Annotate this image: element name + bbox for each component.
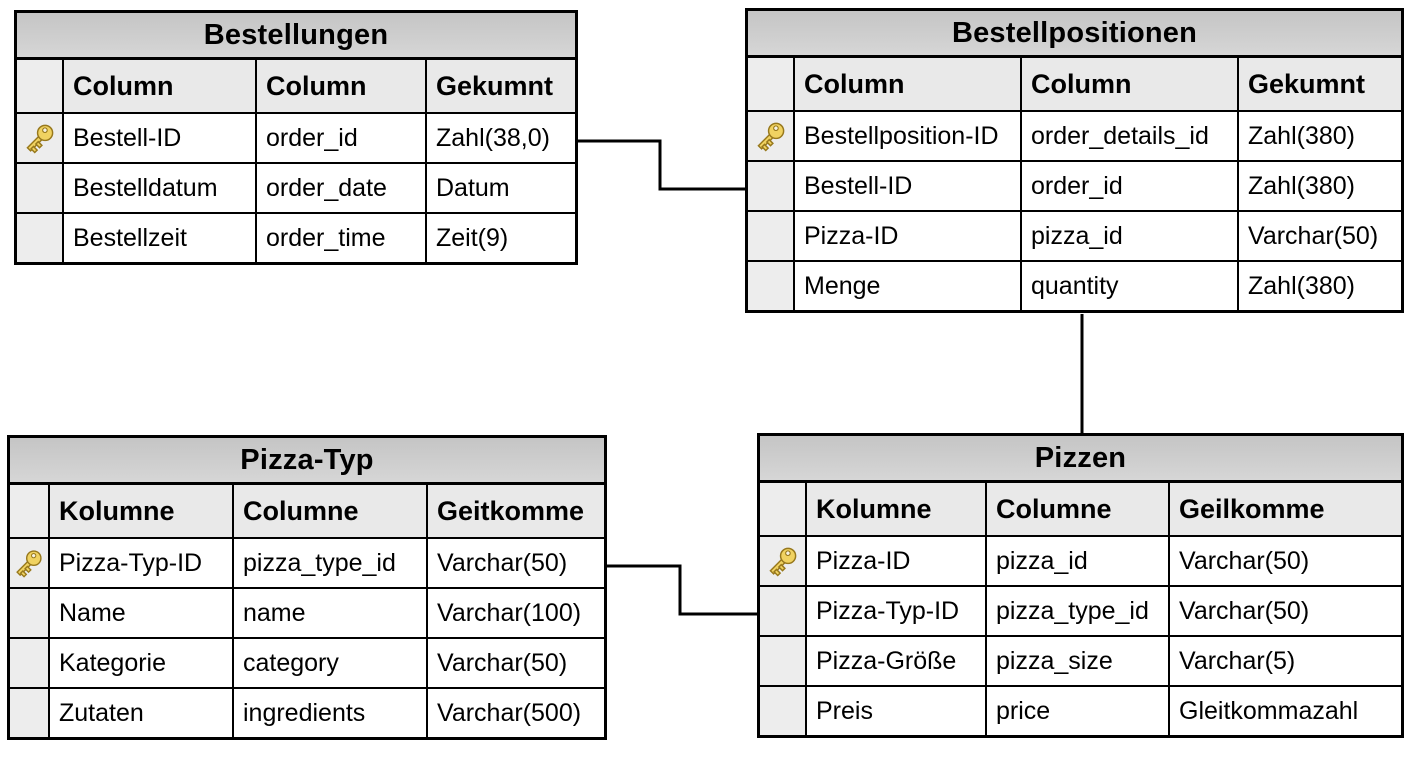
- field-type: Varchar(50): [1239, 212, 1401, 260]
- field-column: pizza_size: [987, 637, 1168, 685]
- pk-cell-empty: [748, 262, 793, 310]
- relationship-line-bestellungen-bestellpositionen: [576, 139, 748, 191]
- column-header: Kolumne: [50, 485, 232, 537]
- field-name: Kategorie: [50, 639, 232, 687]
- field-name: Pizza-ID: [807, 537, 985, 585]
- entity-table-bestellungen: Bestellungen Column Column Gekumnt Beste…: [14, 10, 578, 265]
- column-header: Columne: [234, 485, 426, 537]
- field-type: Varchar(50): [428, 639, 604, 687]
- pk-cell-empty: [748, 212, 793, 260]
- field-type: Gleitkommazahl: [1170, 687, 1401, 735]
- field-type: Datum: [427, 164, 575, 212]
- pk-cell-empty: [10, 589, 48, 637]
- relationship-line-pizzatyp-pizzen: [605, 564, 760, 616]
- table-title: Bestellpositionen: [748, 11, 1401, 58]
- column-header: Geitkomme: [428, 485, 604, 537]
- entity-table-bestellpositionen: Bestellpositionen Column Column Gekumnt …: [745, 8, 1404, 313]
- column-header: Geilkomme: [1170, 483, 1401, 535]
- field-type: Zahl(380): [1239, 162, 1401, 210]
- table-grid: Kolumne Columne Geilkomme Pizza-ID pizza…: [760, 483, 1401, 735]
- field-column: price: [987, 687, 1168, 735]
- pk-cell-empty: [760, 637, 805, 685]
- field-column: order_id: [257, 114, 425, 162]
- pk-cell: [748, 112, 793, 160]
- field-name: Zutaten: [50, 689, 232, 737]
- table-grid: Kolumne Columne Geitkomme Pizza-Typ-ID p…: [10, 485, 604, 737]
- field-name: Bestellzeit: [64, 214, 255, 262]
- field-type: Zahl(380): [1239, 262, 1401, 310]
- pk-cell-empty: [748, 162, 793, 210]
- field-column: pizza_type_id: [234, 539, 426, 587]
- pk-cell: [17, 114, 62, 162]
- field-type: Zeit(9): [427, 214, 575, 262]
- table-title: Bestellungen: [17, 13, 575, 60]
- field-name: Pizza-Größe: [807, 637, 985, 685]
- pk-cell-empty: [10, 689, 48, 737]
- field-type: Varchar(50): [428, 539, 604, 587]
- field-name: Name: [50, 589, 232, 637]
- key-icon: [768, 547, 796, 577]
- field-column: pizza_id: [987, 537, 1168, 585]
- field-name: Menge: [795, 262, 1020, 310]
- key-icon: [756, 122, 784, 152]
- field-name: Bestelldatum: [64, 164, 255, 212]
- key-icon: [16, 550, 42, 578]
- field-type: Varchar(50): [1170, 537, 1401, 585]
- field-name: Pizza-Typ-ID: [807, 587, 985, 635]
- field-name: Bestellposition-ID: [795, 112, 1020, 160]
- pk-column-header: [17, 60, 62, 112]
- pk-cell-empty: [760, 587, 805, 635]
- pk-cell-empty: [17, 214, 62, 262]
- pk-cell-empty: [760, 687, 805, 735]
- field-column: order_date: [257, 164, 425, 212]
- column-header: Gekumnt: [427, 60, 575, 112]
- field-name: Pizza-Typ-ID: [50, 539, 232, 587]
- column-header: Column: [1022, 58, 1237, 110]
- table-grid: Column Column Gekumnt Bestell-ID order_i…: [17, 60, 575, 262]
- field-name: Pizza-ID: [795, 212, 1020, 260]
- pk-column-header: [760, 483, 805, 535]
- field-type: Zahl(38,0): [427, 114, 575, 162]
- field-column: name: [234, 589, 426, 637]
- field-column: quantity: [1022, 262, 1237, 310]
- column-header: Column: [257, 60, 425, 112]
- field-column: order_time: [257, 214, 425, 262]
- table-title: Pizza-Typ: [10, 438, 604, 485]
- field-column: pizza_id: [1022, 212, 1237, 260]
- pk-cell: [760, 537, 805, 585]
- field-type: Varchar(100): [428, 589, 604, 637]
- pk-column-header: [10, 485, 48, 537]
- field-column: ingredients: [234, 689, 426, 737]
- field-column: order_id: [1022, 162, 1237, 210]
- field-name: Bestell-ID: [795, 162, 1020, 210]
- column-header: Gekumnt: [1239, 58, 1401, 110]
- pk-column-header: [748, 58, 793, 110]
- field-type: Varchar(5): [1170, 637, 1401, 685]
- field-name: Preis: [807, 687, 985, 735]
- pk-cell-empty: [17, 164, 62, 212]
- table-title: Pizzen: [760, 436, 1401, 483]
- column-header: Columne: [987, 483, 1168, 535]
- field-type: Zahl(380): [1239, 112, 1401, 160]
- column-header: Column: [795, 58, 1020, 110]
- entity-table-pizzen: Pizzen Kolumne Columne Geilkomme Pizza-I…: [757, 433, 1404, 738]
- pk-cell-empty: [10, 639, 48, 687]
- field-column: pizza_type_id: [987, 587, 1168, 635]
- field-type: Varchar(50): [1170, 587, 1401, 635]
- table-grid: Column Column Gekumnt Bestellposition-ID…: [748, 58, 1401, 310]
- pk-cell: [10, 539, 48, 587]
- column-header: Column: [64, 60, 255, 112]
- entity-table-pizza-typ: Pizza-Typ Kolumne Columne Geitkomme Pizz…: [7, 435, 607, 740]
- field-name: Bestell-ID: [64, 114, 255, 162]
- field-column: order_details_id: [1022, 112, 1237, 160]
- column-header: Kolumne: [807, 483, 985, 535]
- field-column: category: [234, 639, 426, 687]
- field-type: Varchar(500): [428, 689, 604, 737]
- key-icon: [25, 124, 53, 154]
